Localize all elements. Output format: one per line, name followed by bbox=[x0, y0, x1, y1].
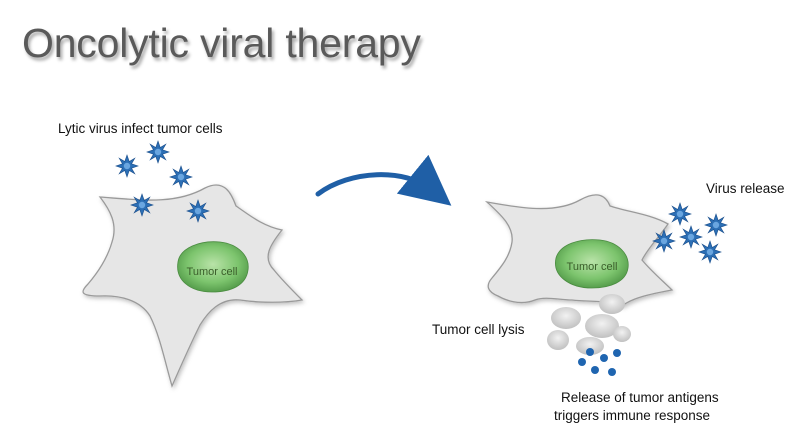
virus-icon bbox=[146, 140, 170, 164]
virus-release-label: Virus release bbox=[706, 181, 785, 196]
antigen-dot bbox=[586, 348, 594, 356]
lysis-label: Tumor cell lysis bbox=[432, 322, 525, 337]
debris-blob bbox=[551, 307, 581, 329]
virus-icon bbox=[698, 240, 722, 264]
left-nucleus: Tumor cell bbox=[177, 241, 249, 293]
debris-blob bbox=[613, 326, 631, 342]
debris-blob bbox=[585, 314, 619, 338]
process-arrow bbox=[315, 154, 452, 206]
infect-label: Lytic virus infect tumor cells bbox=[58, 121, 223, 136]
debris-blob bbox=[547, 330, 569, 350]
antigen-label-line1: Release of tumor antigens bbox=[561, 390, 719, 405]
debris-blob bbox=[599, 294, 625, 314]
lysis-debris bbox=[547, 294, 631, 355]
right-nucleus: Tumor cell bbox=[555, 239, 629, 289]
released-virus-cluster bbox=[652, 202, 728, 264]
virus-icon bbox=[652, 229, 676, 253]
left-nucleus-label: Tumor cell bbox=[187, 266, 238, 278]
debris-blob bbox=[576, 337, 604, 355]
antigen-dot bbox=[591, 366, 599, 374]
virus-icon bbox=[169, 165, 193, 189]
right-nucleus-label: Tumor cell bbox=[567, 261, 618, 273]
antigen-dot bbox=[613, 349, 621, 357]
antigen-dot bbox=[608, 368, 616, 376]
virus-icon bbox=[115, 154, 139, 178]
virus-icon bbox=[679, 225, 703, 249]
virus-icon bbox=[668, 202, 692, 226]
antigen-dot bbox=[600, 354, 608, 362]
virus-icon bbox=[186, 199, 210, 223]
virus-icon bbox=[704, 213, 728, 237]
tumor-antigens bbox=[578, 348, 621, 376]
virus-icon bbox=[130, 193, 154, 217]
slide-title: Oncolytic viral therapy bbox=[22, 20, 421, 66]
antigen-dot bbox=[578, 358, 586, 366]
antigen-label-line2: triggers immune response bbox=[554, 408, 711, 423]
